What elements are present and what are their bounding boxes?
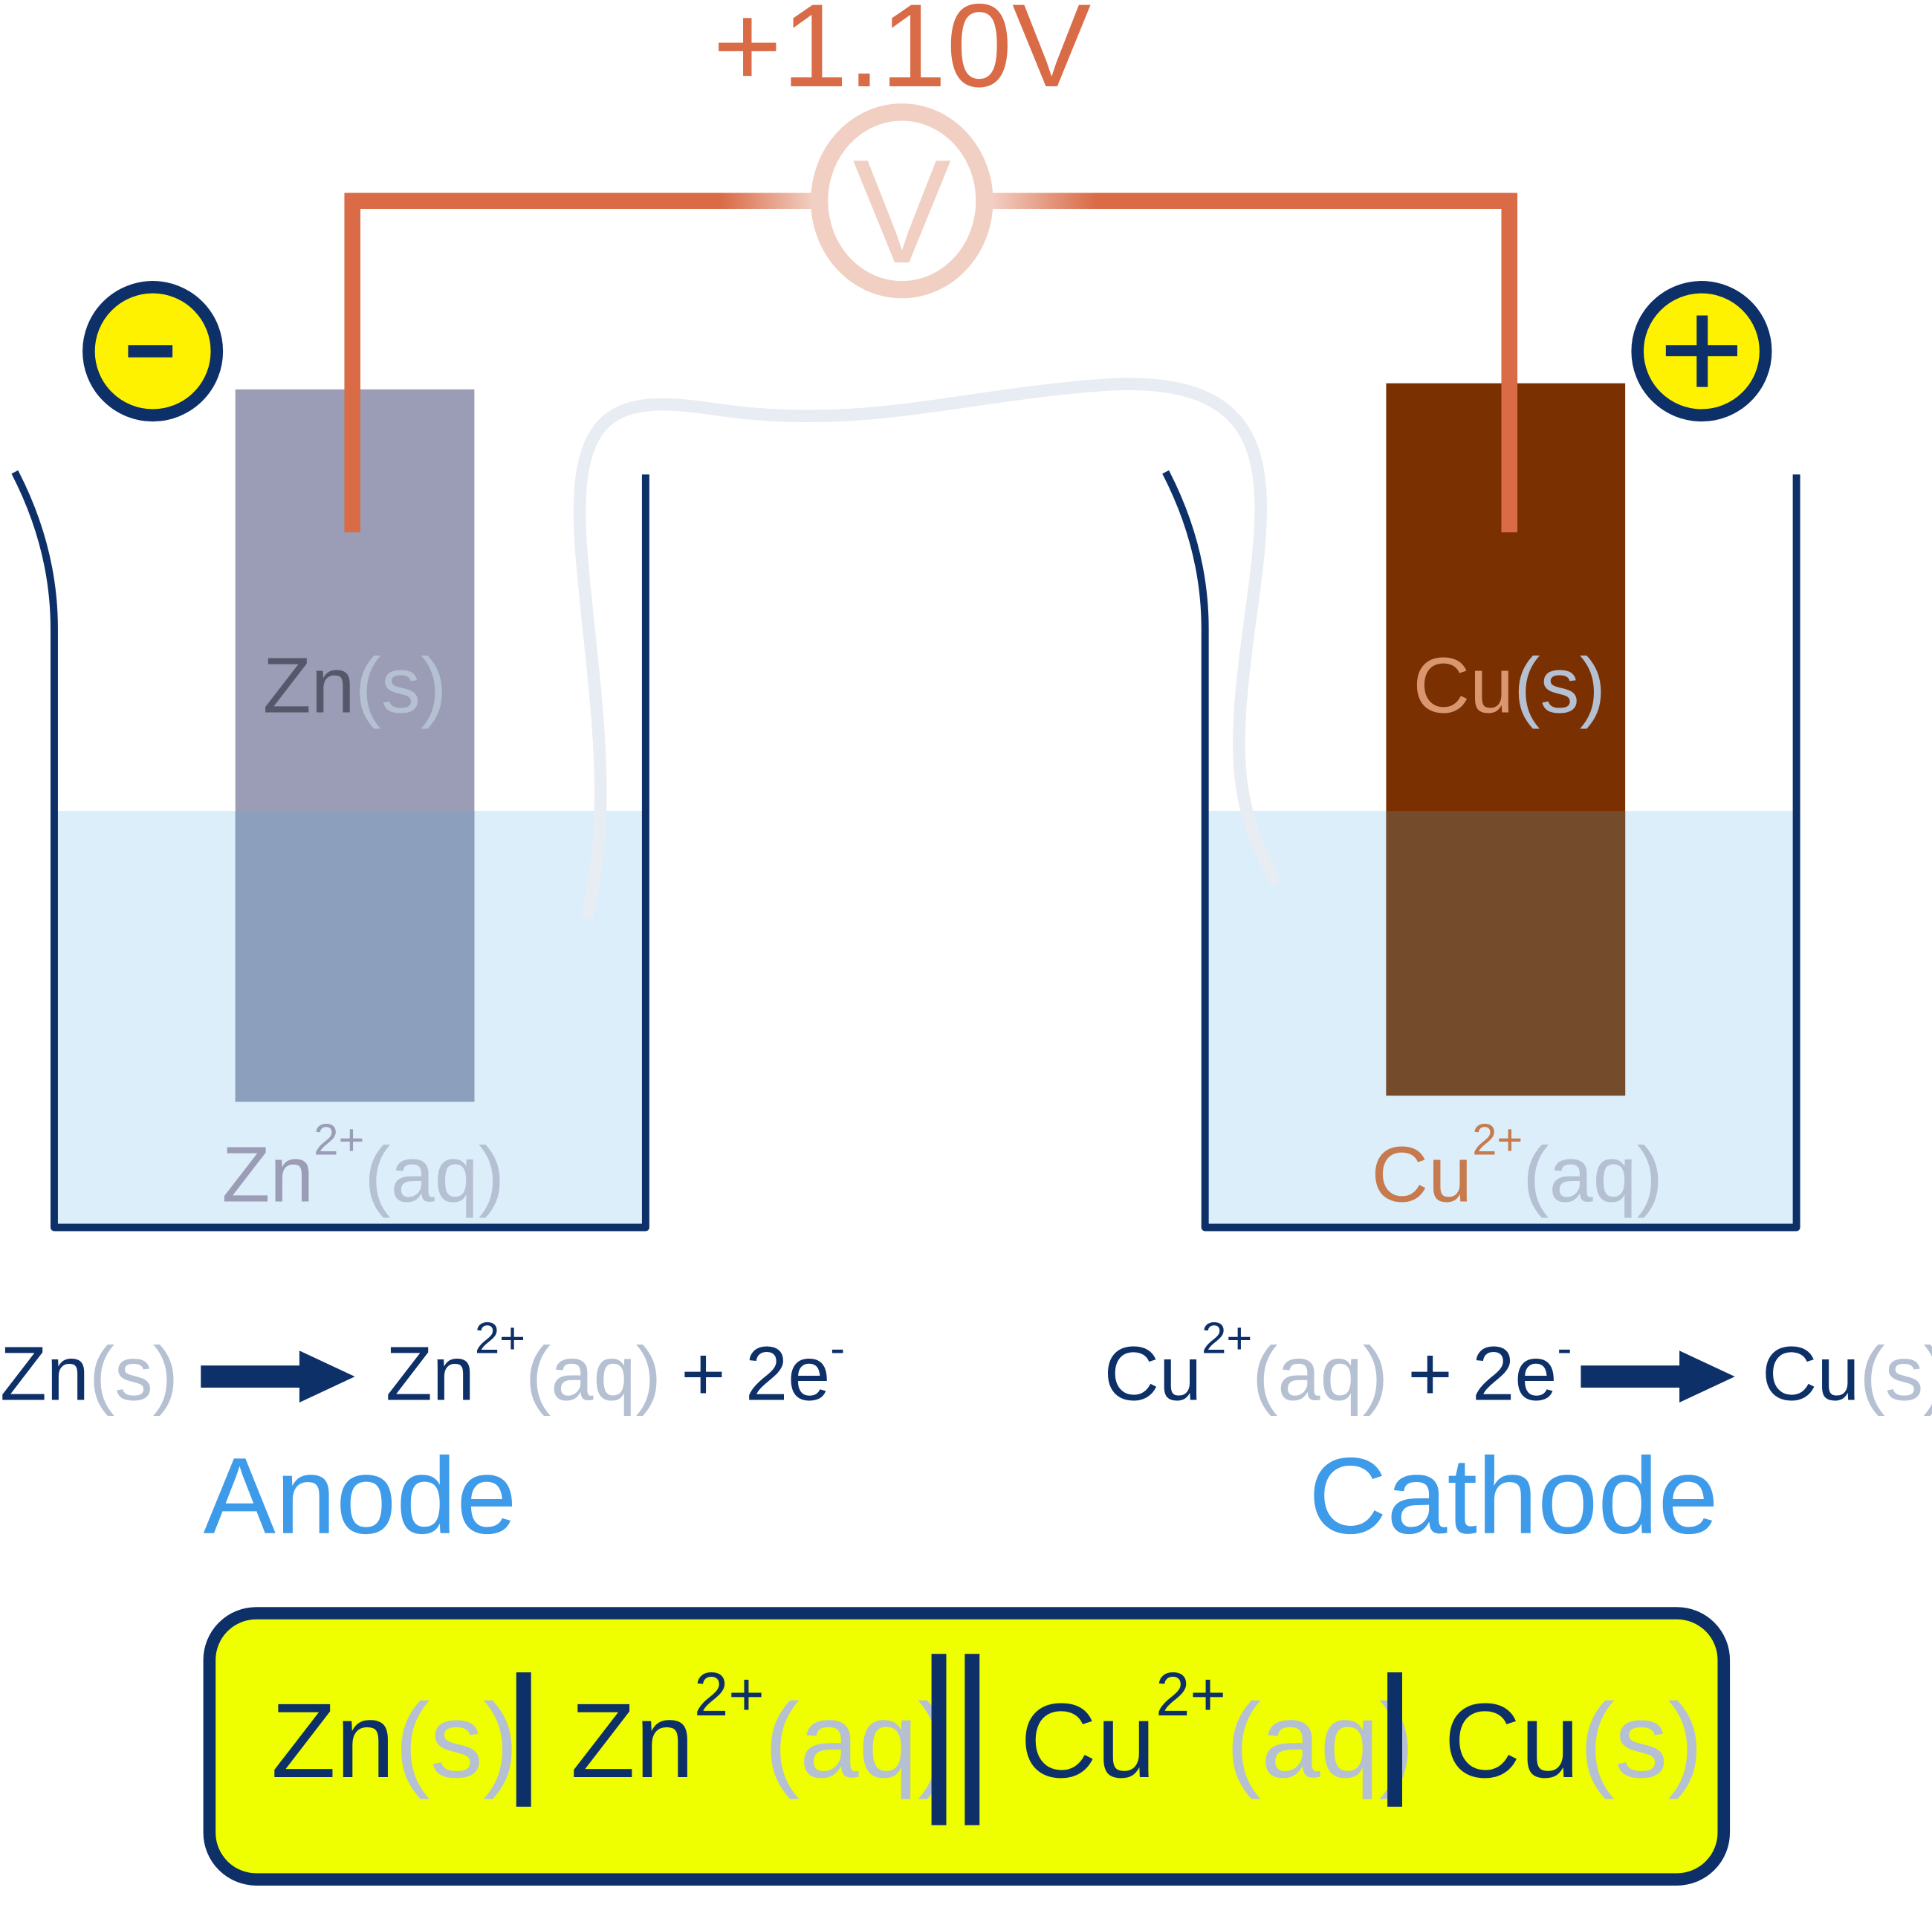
cathode-beaker	[1162, 470, 1800, 1232]
negative-terminal	[82, 281, 224, 422]
cathode-half-reaction-product: Cu(s)	[1762, 1331, 1932, 1417]
cathode-label: Cathode	[1309, 1435, 1719, 1556]
anode-beaker	[11, 470, 649, 1232]
phase-boundary-line	[516, 1672, 531, 1807]
cell-notation: Zn(s) Zn2+(aq) Cu2+(aq) Cu(s)	[271, 1660, 1703, 1800]
voltmeter	[811, 103, 993, 299]
wire-right	[991, 192, 1518, 533]
salt-bridge	[573, 378, 1283, 920]
voltage-reading: +1.10V	[713, 0, 1091, 111]
wire-left	[344, 192, 814, 533]
salt-bridge-double-line	[965, 1654, 980, 1825]
zinc-solution-label: Zn2+(aq)	[221, 1115, 505, 1219]
anode-half-reaction-products: Zn2+(aq)+2e-	[386, 1313, 845, 1417]
salt-bridge-double-line	[931, 1654, 947, 1825]
voltmeter-symbol: V	[852, 129, 951, 294]
minus-icon	[128, 345, 173, 358]
cathode-half-reaction: Cu2+(aq)+2e-	[1104, 1313, 1572, 1417]
positive-terminal	[1631, 281, 1772, 422]
zinc-electrode-label: Zn(s)	[263, 641, 447, 729]
arrow-right-icon	[201, 1350, 355, 1402]
phase-boundary-line	[1387, 1672, 1402, 1807]
copper-solution-label: Cu2+(aq)	[1372, 1115, 1663, 1219]
copper-electrode-submerged	[1386, 811, 1626, 1096]
anode-half-reaction: Zn(s)	[0, 1331, 178, 1417]
anode-label: Anode	[204, 1435, 517, 1556]
copper-electrode-label: Cu(s)	[1413, 641, 1606, 729]
zinc-electrode-submerged	[235, 811, 475, 1102]
arrow-right-icon	[1581, 1350, 1735, 1402]
